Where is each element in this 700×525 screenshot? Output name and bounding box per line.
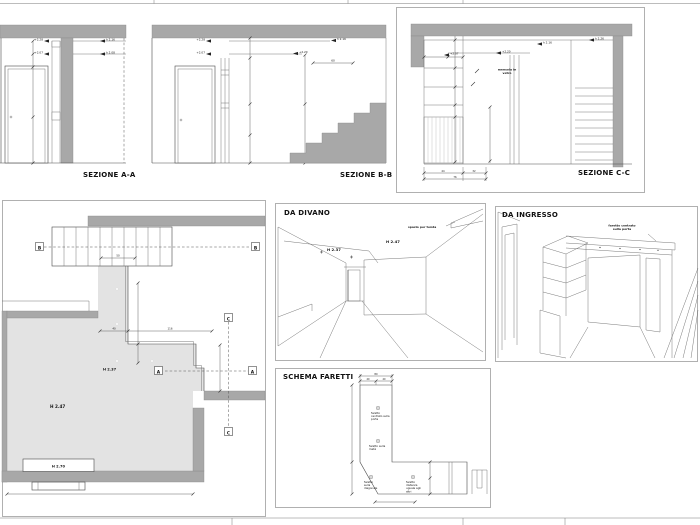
- plan-marker-c-bottom: C: [227, 430, 230, 436]
- faretti-dim-top: 80: [374, 372, 378, 376]
- ingresso-note-faretto: faretto centrato sulla porta: [608, 224, 636, 232]
- schema-faretti-title: SCHEMA FARETTI: [283, 373, 354, 381]
- cc-level-4: h 2.26: [595, 37, 604, 41]
- floor-plan-drawing: B B A A C C 50 40 116 H 2.70 H 2.47 H 2.…: [1, 200, 266, 517]
- cc-note-mensola: mensola in vetro: [497, 68, 517, 76]
- faretti-label-2: faretto sulla metà: [369, 444, 386, 451]
- cc-level-3: h 2.16: [543, 41, 552, 45]
- divano-h-high: H 2.47: [386, 239, 400, 244]
- bb-dim-60: 60: [331, 59, 335, 63]
- plan-h-corridor: H 2.37: [103, 368, 117, 372]
- divano-h-low: H 2.37: [327, 247, 341, 252]
- schema-faretti-drawing: 80 40 40: [275, 368, 491, 508]
- faretti-dim-b: 40: [383, 378, 386, 381]
- section-cc-title: SEZIONE C-C: [578, 169, 631, 177]
- bb-level-right: h 2.16: [337, 37, 346, 41]
- aa-level-1: +2.28: [34, 38, 43, 42]
- da-ingresso-title: DA INGRESSO: [502, 211, 558, 219]
- plan-marker-a-right: A: [251, 369, 255, 375]
- da-divano-drawing: H 2.37 H 2.47 spazio per tenda: [275, 203, 486, 361]
- da-ingresso-drawing: [495, 206, 699, 362]
- faretti-label-1: faretto centrato sulla porta: [371, 411, 390, 421]
- bb-level-1: +2.28: [196, 38, 205, 42]
- aa-level-4: h 2.08: [106, 51, 115, 55]
- plan-dim-corr-a: 40: [112, 327, 116, 331]
- cc-dim-1: 44: [441, 169, 445, 173]
- plan-marker-b-right: B: [254, 245, 258, 251]
- section-bb-drawing: +2.28 +2.07 +2.20 h 2.16 60: [151, 24, 387, 165]
- faretti-spots: [368, 405, 416, 480]
- plan-marker-a-left: A: [157, 369, 161, 375]
- aa-level-3: h 2.16: [106, 38, 115, 42]
- aa-level-2: +2.07: [34, 51, 43, 55]
- faretti-label-4: faretto distanza uguale agli altri: [406, 480, 421, 494]
- divano-note-tenda: spazio per tenda: [408, 225, 436, 229]
- bb-level-mid: +2.20: [299, 50, 308, 54]
- plan-dim-stairs: 50: [116, 254, 120, 258]
- bb-level-2: +2.07: [196, 51, 205, 55]
- da-divano-title: DA DIVANO: [284, 209, 331, 217]
- cc-level-1: +2.07: [450, 52, 459, 56]
- section-aa-drawing: +2.28 +2.07 h 2.16 h 2.08: [0, 24, 127, 165]
- plan-h-room: H 2.47: [50, 404, 65, 409]
- plan-h-niche: H 2.70: [52, 465, 66, 469]
- cc-dim-2: 32: [472, 169, 476, 173]
- faretti-dim-a: 40: [367, 378, 370, 381]
- plan-marker-c-top: C: [227, 316, 230, 322]
- plan-marker-b-left: B: [38, 245, 42, 251]
- section-bb-title: SEZIONE B-B: [340, 171, 393, 179]
- faretti-label-3: faretto sulla diagonale: [364, 480, 378, 490]
- cc-level-2: +2.20: [502, 50, 511, 54]
- plan-dim-corr-b: 116: [168, 327, 173, 331]
- section-cc-drawing: +2.07 +2.20 h 2.16 h 2.26 44 32 76: [396, 7, 645, 193]
- section-aa-title: SEZIONE A-A: [83, 171, 136, 179]
- cc-dim-3: 76: [453, 175, 457, 179]
